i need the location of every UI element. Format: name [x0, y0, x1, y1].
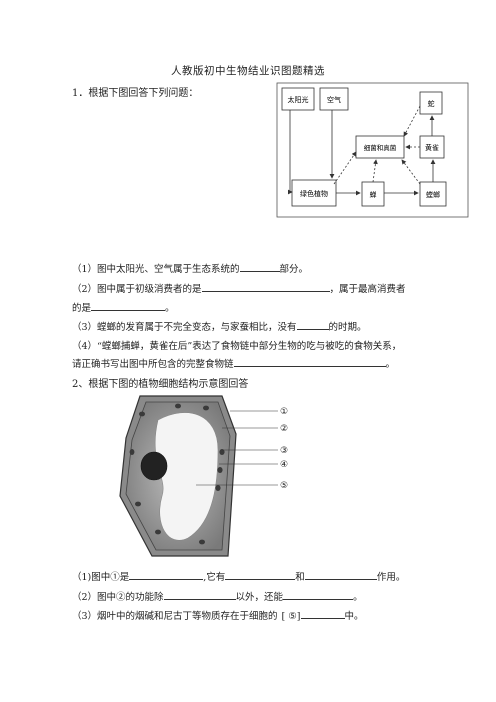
question-1-heading: 1．根据下图回答下列问题： — [72, 88, 199, 99]
answer-blank[interactable] — [300, 609, 345, 619]
cell-label-5: ⑤ — [280, 481, 288, 491]
vacuole — [154, 412, 219, 541]
label-fungi: 细菌和真菌 — [364, 143, 397, 152]
label-cicada: 蝉 — [370, 190, 377, 199]
box-fungi: 细菌和真菌 — [355, 135, 405, 159]
q1-sub4-cont: 请正确书写出图中所包含的完整食物链。 — [72, 357, 396, 370]
arrow-mantis-fungi — [401, 159, 421, 185]
arrow-sun-plants — [288, 110, 293, 195]
q2-sub3: （3）烟叶中的烟碱和尼古丁等物质存在于细胞的[ ⑤]中。 — [72, 609, 364, 622]
answer-blank[interactable] — [239, 262, 280, 272]
answer-blank[interactable] — [201, 282, 330, 292]
box-mantis: 螳螂 — [419, 181, 447, 207]
q1-sub2-cont: 的是。 — [72, 301, 175, 314]
arrow-cicada-fungi — [372, 159, 378, 183]
box-plants: 绿色植物 — [291, 179, 337, 207]
arrow-plants-fungi — [333, 151, 357, 185]
answer-blank[interactable] — [233, 357, 386, 367]
chloroplasts — [129, 403, 225, 545]
q2-sub1: （1)图中①是,它有和作用。 — [72, 570, 406, 583]
plant-cell-diagram: ① ② ③ ④ ⑤ — [119, 395, 288, 557]
answer-blank[interactable] — [225, 570, 296, 580]
diagram-border — [276, 82, 469, 218]
label-plants: 绿色植物 — [300, 189, 328, 198]
q2-sub2: （2）图中②的功能除以外，还能。 — [72, 590, 363, 603]
nucleus — [140, 451, 168, 481]
label-mantis: 螳螂 — [426, 190, 440, 199]
question-2-heading: 2、根据下图的植物细胞结构示意图回答 — [72, 379, 249, 390]
cell-label-3: ③ — [280, 446, 288, 456]
cell-label-4: ④ — [280, 460, 288, 470]
label-sun: 太阳光 — [288, 95, 309, 104]
food-web-diagram: 太阳光 空气 蛇 细菌和真菌 黄雀 绿色植物 蝉 螳螂 — [276, 82, 469, 218]
answer-blank[interactable] — [283, 590, 354, 600]
answer-blank[interactable] — [129, 570, 204, 580]
label-oriole: 黄雀 — [425, 143, 439, 152]
box-air: 空气 — [319, 87, 349, 111]
box-sun: 太阳光 — [281, 87, 315, 111]
q1-sub1: （1）图中太阳光、空气属于生态系统的部分。 — [72, 262, 309, 275]
q1-sub3: （3）螳螂的发育属于不完全变态，与家蚕相比，没有的时期。 — [72, 320, 367, 333]
document-title: 人教版初中生物结业识图题精选 — [171, 65, 325, 77]
cell-label-2: ② — [280, 424, 288, 434]
cell-label-1: ① — [280, 407, 288, 417]
answer-blank[interactable] — [296, 320, 329, 330]
box-snake: 蛇 — [419, 91, 443, 115]
q1-sub4: （4）“螳螂捕蝉，黄雀在后”表达了食物链中部分生物的吃与被吃的食物关系， — [72, 341, 402, 352]
box-oriole: 黄雀 — [419, 135, 445, 159]
q1-sub2: （2）图中属于初级消费者的是，属于最高消费者 — [72, 282, 406, 295]
answer-blank[interactable] — [304, 570, 377, 580]
label-snake: 蛇 — [428, 99, 435, 108]
answer-blank[interactable] — [163, 590, 236, 600]
arrow-snake-fungi — [403, 105, 421, 137]
answer-blank[interactable] — [91, 301, 166, 311]
label-air: 空气 — [327, 95, 341, 104]
box-cicada: 蝉 — [361, 181, 385, 207]
